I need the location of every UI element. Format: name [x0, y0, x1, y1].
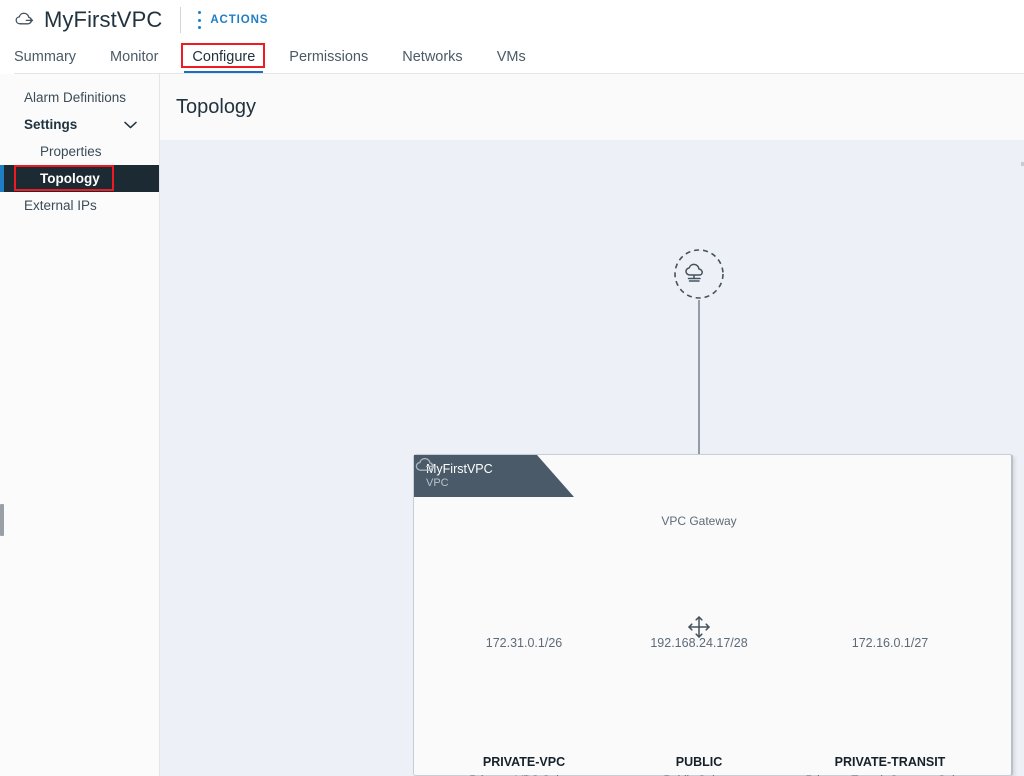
tab-summary[interactable]: Summary [14, 49, 77, 65]
chevron-down-icon[interactable] [124, 121, 137, 129]
sidebar-resize-handle[interactable] [0, 504, 4, 536]
actions-label: ACTIONS [210, 14, 269, 26]
topology-canvas[interactable]: 100.64.0.1/31 MyFirstVPC VPC [160, 140, 1024, 776]
topology-diagram: 100.64.0.1/31 MyFirstVPC VPC [160, 140, 1024, 776]
header-divider [180, 7, 182, 33]
tab-networks[interactable]: Networks [402, 49, 463, 65]
vpc-card-title: MyFirstVPC [426, 462, 493, 477]
tab-bar: Summary Monitor Configure Permissions Ne… [0, 40, 1024, 74]
router-arrows-icon[interactable] [684, 612, 714, 642]
vpc-card-subtitle: VPC [426, 476, 449, 489]
kebab-menu-icon[interactable] [197, 11, 201, 29]
actions-menu-button[interactable]: ACTIONS [197, 11, 268, 29]
external-network-node[interactable] [673, 248, 725, 300]
vpc-card-ribbon: MyFirstVPC VPC [414, 455, 574, 497]
page-title: Topology [176, 96, 257, 118]
subnet-cidr-label: 172.31.0.1/26 [485, 636, 563, 650]
subnet-name-label: PRIVATE-TRANSIT [834, 755, 946, 769]
sidebar-group-settings[interactable]: Settings [0, 111, 159, 138]
tab-permissions[interactable]: Permissions [289, 49, 369, 65]
subnet-cidr-label: 172.16.0.1/27 [851, 636, 929, 650]
subnet-name-label: PRIVATE-VPC [482, 755, 566, 769]
sidebar-group-label: Settings [24, 117, 78, 132]
subnet-cidr-label: 192.168.24.17/28 [650, 636, 748, 650]
vpc-gateway-label: VPC Gateway [661, 514, 737, 528]
vpc-cloud-icon [415, 457, 435, 471]
sidebar-item-alarm-definitions[interactable]: Alarm Definitions [24, 90, 127, 105]
content-area: Topology [160, 74, 1024, 776]
vpc-cloud-icon [15, 12, 34, 25]
object-header: MyFirstVPC ACTIONS [0, 0, 1024, 40]
vpc-container-card[interactable]: MyFirstVPC VPC [413, 454, 1013, 776]
sidebar-item-external-ips[interactable]: External IPs [24, 198, 97, 213]
tab-monitor[interactable]: Monitor [110, 49, 159, 65]
sidebar-item-properties[interactable]: Properties [40, 144, 102, 159]
tab-configure[interactable]: Configure [184, 49, 264, 74]
tab-bar-divider [14, 73, 1024, 74]
settings-sidebar: Alarm Definitions Settings Properties To… [0, 74, 160, 776]
subnet-name-label: PUBLIC [675, 755, 723, 769]
tab-vms[interactable]: VMs [496, 49, 526, 65]
page-object-title: MyFirstVPC [44, 7, 163, 32]
canvas-edge-marker [1021, 162, 1024, 166]
sidebar-item-topology[interactable]: Topology [0, 165, 159, 192]
